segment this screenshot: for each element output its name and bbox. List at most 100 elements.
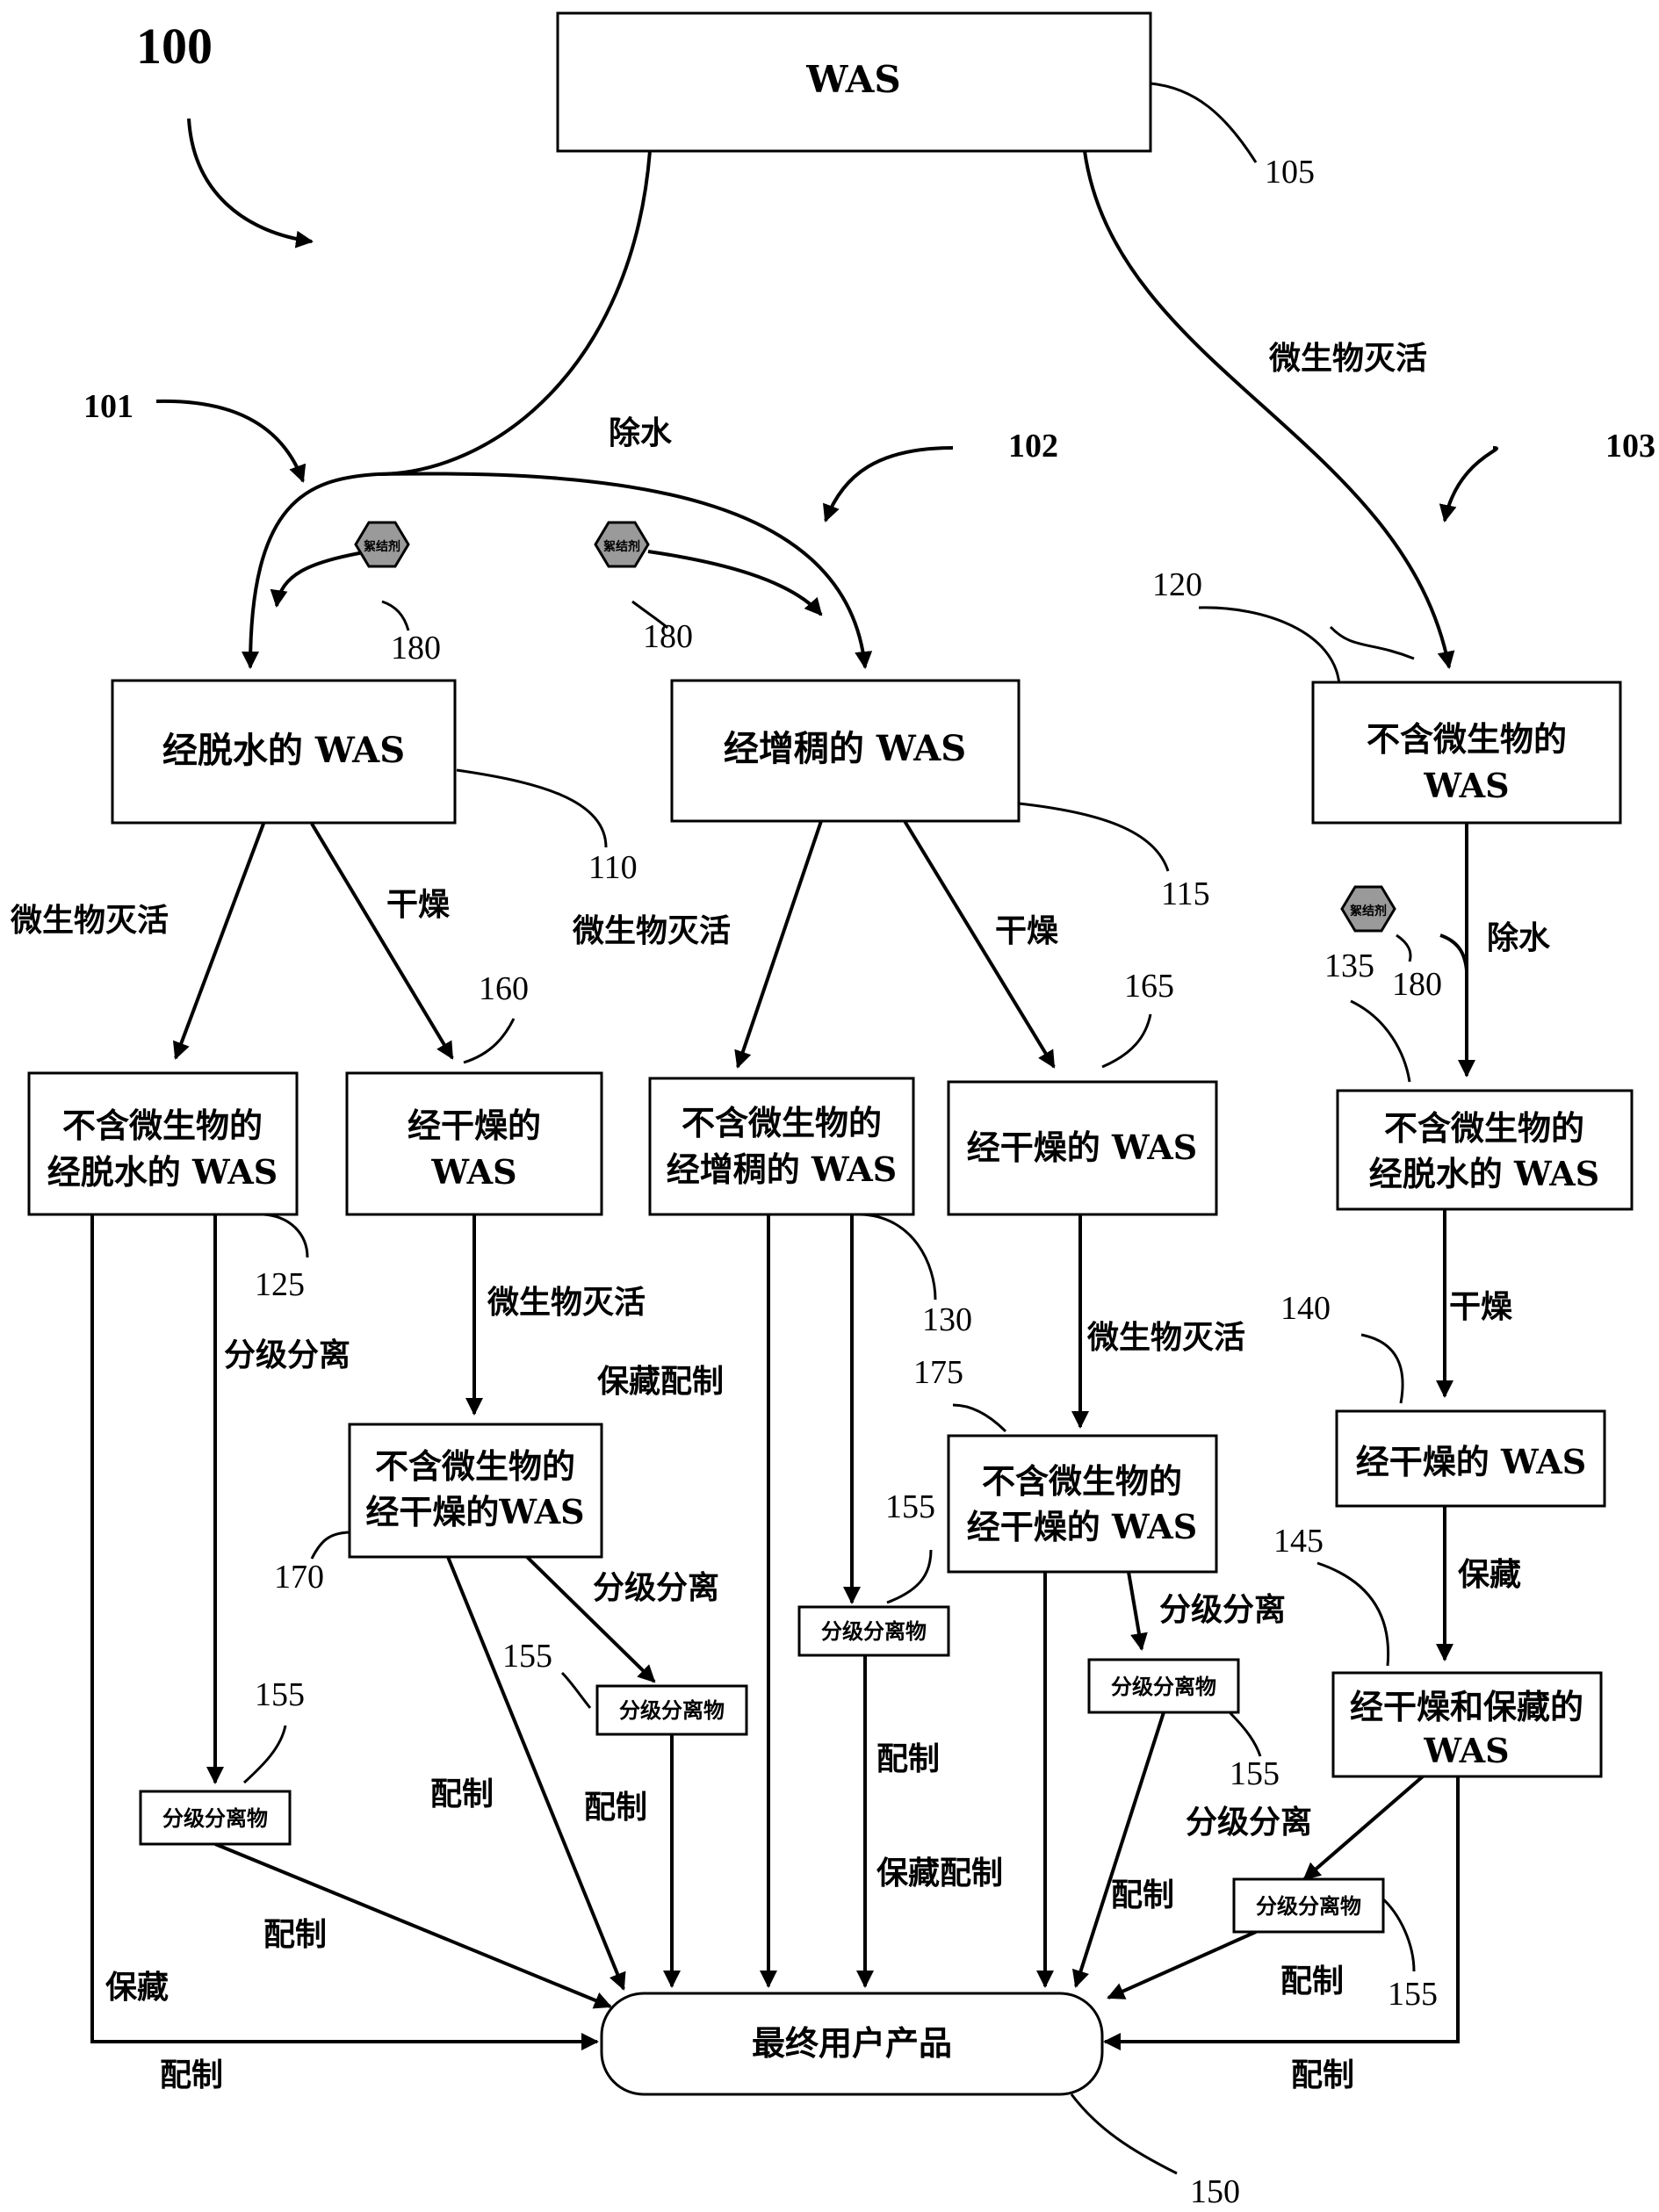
box-sterile-was-120 [1311, 681, 1622, 825]
flow-145-formulate [1103, 1776, 1460, 2050]
dried-preserved-line2: WAS [1423, 1731, 1509, 1770]
flow-was-to-dewater-junction [377, 150, 652, 476]
figure-100-arrow [187, 118, 314, 249]
ref-155d: 155 [1230, 1755, 1280, 1792]
ref-110: 110 [588, 849, 638, 886]
dried-160-line1: 经干燥的 [408, 1106, 541, 1145]
box-fraction-155b [595, 1684, 748, 1736]
sterile-dried-175-line1: 不含微生物的 [982, 1461, 1182, 1501]
ref-155e: 155 [1388, 1976, 1438, 2013]
ref-150: 150 [1190, 2173, 1240, 2210]
label-dewater-right: 除水 [1487, 919, 1551, 956]
box-sterile-dewatered-135 [1336, 1089, 1634, 1211]
sterile-was-line2: WAS [1423, 766, 1509, 805]
flow-fraction-a-to-product [214, 1842, 612, 2009]
box-end-product-150 [600, 1992, 1104, 2096]
box-sterile-thickened-130 [648, 1077, 915, 1216]
flow-dewatered-to-dried [310, 822, 454, 1060]
label-preserve-right: 保藏 [1458, 1556, 1521, 1593]
ref-160: 160 [479, 970, 529, 1007]
box-fraction-155d [1087, 1658, 1240, 1714]
figure-number: 100 [136, 18, 213, 75]
flow-175-fractionate [1127, 1571, 1148, 1651]
label-formulate-155d: 配制 [1111, 1877, 1174, 1913]
ref-125: 125 [255, 1266, 305, 1303]
figure-102-arrow [823, 446, 954, 522]
box-dewatered-110 [111, 679, 457, 825]
label-fractionate-125: 分级分离 [224, 1337, 350, 1373]
ref-155a: 155 [255, 1676, 305, 1713]
labels: 100 WAS 经脱水的 WAS 经增稠的 WAS 不含微生物的 WAS 不含微… [10, 18, 1655, 2210]
flocculant-hexagon-c [1340, 885, 1396, 933]
box-dried-160 [345, 1071, 603, 1216]
sterile-dried-170-line2: 经干燥的WAS [365, 1492, 584, 1531]
flocculant-hexagon-b [594, 521, 650, 568]
figure-101-arrow [155, 399, 307, 483]
ref-180a: 180 [391, 630, 441, 666]
box-was-105 [556, 11, 1152, 153]
label-sterilize-110: 微生物灭活 [10, 902, 169, 939]
fraction-155e-label: 分级分离物 [1256, 1893, 1361, 1919]
flow-145-fractionate [1302, 1775, 1425, 1881]
flow-125-preserve [90, 1214, 599, 2050]
ref-180b: 180 [643, 618, 693, 655]
flow-thickened-to-dried [903, 819, 1056, 1069]
fraction-155d-label: 分级分离物 [1111, 1674, 1216, 1699]
ref-105: 105 [1265, 154, 1315, 191]
ref-101: 101 [83, 388, 133, 425]
label-preserve-formulate-130: 保藏配制 [597, 1363, 724, 1400]
flow-lines [90, 150, 1475, 2050]
ref-145: 145 [1273, 1523, 1324, 1560]
fraction-155a-label: 分级分离物 [162, 1805, 268, 1831]
flow-to-thickened [377, 472, 873, 669]
sterile-dewatered-right-line2: 经脱水的 WAS [1369, 1154, 1599, 1193]
label-dry-115: 干燥 [995, 912, 1059, 949]
ref-140: 140 [1280, 1290, 1331, 1327]
flow-dewatered-to-sterile [172, 823, 265, 1060]
end-product-label: 最终用户产品 [752, 2023, 952, 2063]
label-dewater-top: 除水 [609, 414, 673, 451]
ref-115: 115 [1161, 875, 1210, 912]
flow-to-dewatered [242, 472, 379, 669]
dewatered-label: 经脱水的 WAS [162, 730, 405, 771]
leader-lines [242, 82, 1416, 2175]
box-sterile-dried-175 [947, 1434, 1218, 1574]
label-formulate-145: 配制 [1291, 2057, 1354, 2093]
ref-103: 103 [1605, 428, 1655, 465]
box-dried-165 [947, 1080, 1218, 1216]
flow-thickened-to-sterile [734, 820, 823, 1069]
label-sterilize-top: 微生物灭活 [1268, 340, 1427, 377]
flocculant-label-a: 絮结剂 [364, 539, 400, 554]
boxes [27, 11, 1634, 2096]
figure-103-arrow [1439, 446, 1499, 522]
dried-preserved-line1: 经干燥和保藏的 [1350, 1687, 1583, 1726]
label-dry-right: 干燥 [1449, 1288, 1513, 1325]
flow-agent-180b [647, 550, 823, 616]
box-fraction-155a [139, 1790, 292, 1846]
sterile-dewatered-left-line1: 不含微生物的 [62, 1106, 263, 1145]
was-label: WAS [805, 58, 900, 101]
flow-170-formulate [446, 1556, 626, 1991]
box-fraction-155e [1232, 1877, 1385, 1934]
ref-180c: 180 [1392, 966, 1442, 1003]
label-sterilize-115: 微生物灭活 [572, 912, 731, 949]
agent-hexagons [354, 521, 1396, 933]
flow-170-fractionate [525, 1555, 656, 1683]
sterile-dried-170-line1: 不含微生物的 [375, 1446, 575, 1486]
label-dry-110: 干燥 [386, 886, 451, 923]
box-dried-preserved-145 [1331, 1671, 1603, 1778]
label-fractionate-170: 分级分离 [593, 1569, 719, 1606]
fraction-155b-label: 分级分离物 [619, 1697, 725, 1723]
label-formulate-155c: 配制 [876, 1740, 940, 1777]
flow-fraction-e-to-product [1107, 1930, 1257, 1999]
flow-agent-180a [270, 550, 370, 608]
ref-102: 102 [1008, 428, 1058, 465]
sterile-dewatered-left-line2: 经脱水的 WAS [47, 1152, 278, 1192]
box-sterile-dried-170 [348, 1423, 603, 1559]
ref-155b: 155 [502, 1638, 552, 1675]
box-fraction-155c [797, 1605, 950, 1657]
ref-130: 130 [922, 1301, 972, 1338]
box-thickened-115 [670, 679, 1021, 823]
label-formulate-170: 配制 [430, 1776, 494, 1812]
